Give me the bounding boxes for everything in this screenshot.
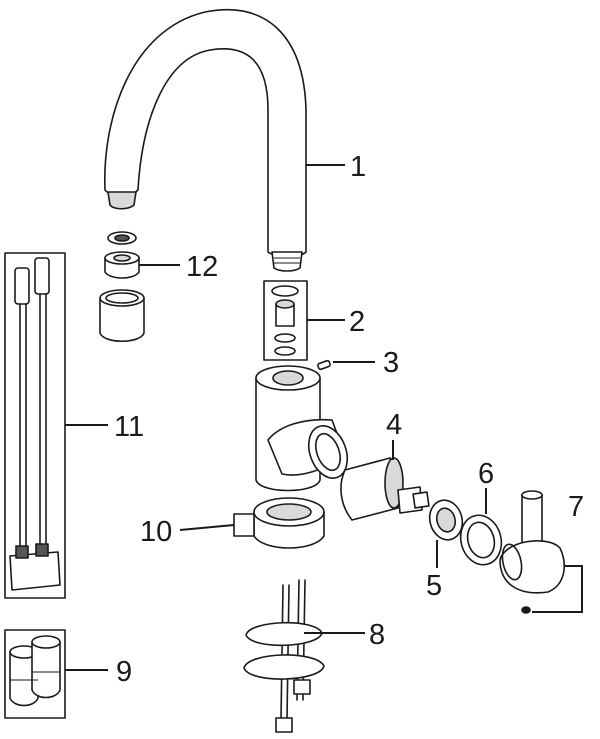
callout-4: 4	[386, 409, 402, 441]
adapters	[4, 629, 66, 719]
cartridge-nut	[428, 499, 464, 541]
mounting-kit	[243, 579, 325, 733]
callout-3: 3	[383, 347, 399, 379]
callout-5: 5	[426, 570, 442, 602]
cover-cap	[459, 514, 503, 566]
cartridge	[340, 457, 430, 521]
o-ring-kit	[263, 280, 308, 361]
callout-9: 9	[116, 656, 132, 688]
callout-6: 6	[478, 458, 494, 490]
flexible-hoses	[4, 252, 66, 599]
callout-7: 7	[568, 491, 584, 523]
callout-2: 2	[349, 306, 365, 338]
set-screw	[317, 359, 331, 371]
callout-12: 12	[186, 251, 218, 283]
callout-labels: 1 2 3 4 5 6 7 8 9 10 11 12	[114, 151, 584, 688]
callout-10: 10	[140, 516, 172, 548]
spout	[104, 8, 307, 272]
callout-11: 11	[114, 411, 144, 443]
aerator	[99, 231, 145, 343]
callout-1: 1	[350, 151, 366, 183]
lever-handle	[499, 490, 566, 614]
faucet-body	[255, 365, 349, 492]
leader-lines	[65, 164, 583, 671]
base-ring	[233, 497, 325, 549]
callout-8: 8	[369, 619, 385, 651]
